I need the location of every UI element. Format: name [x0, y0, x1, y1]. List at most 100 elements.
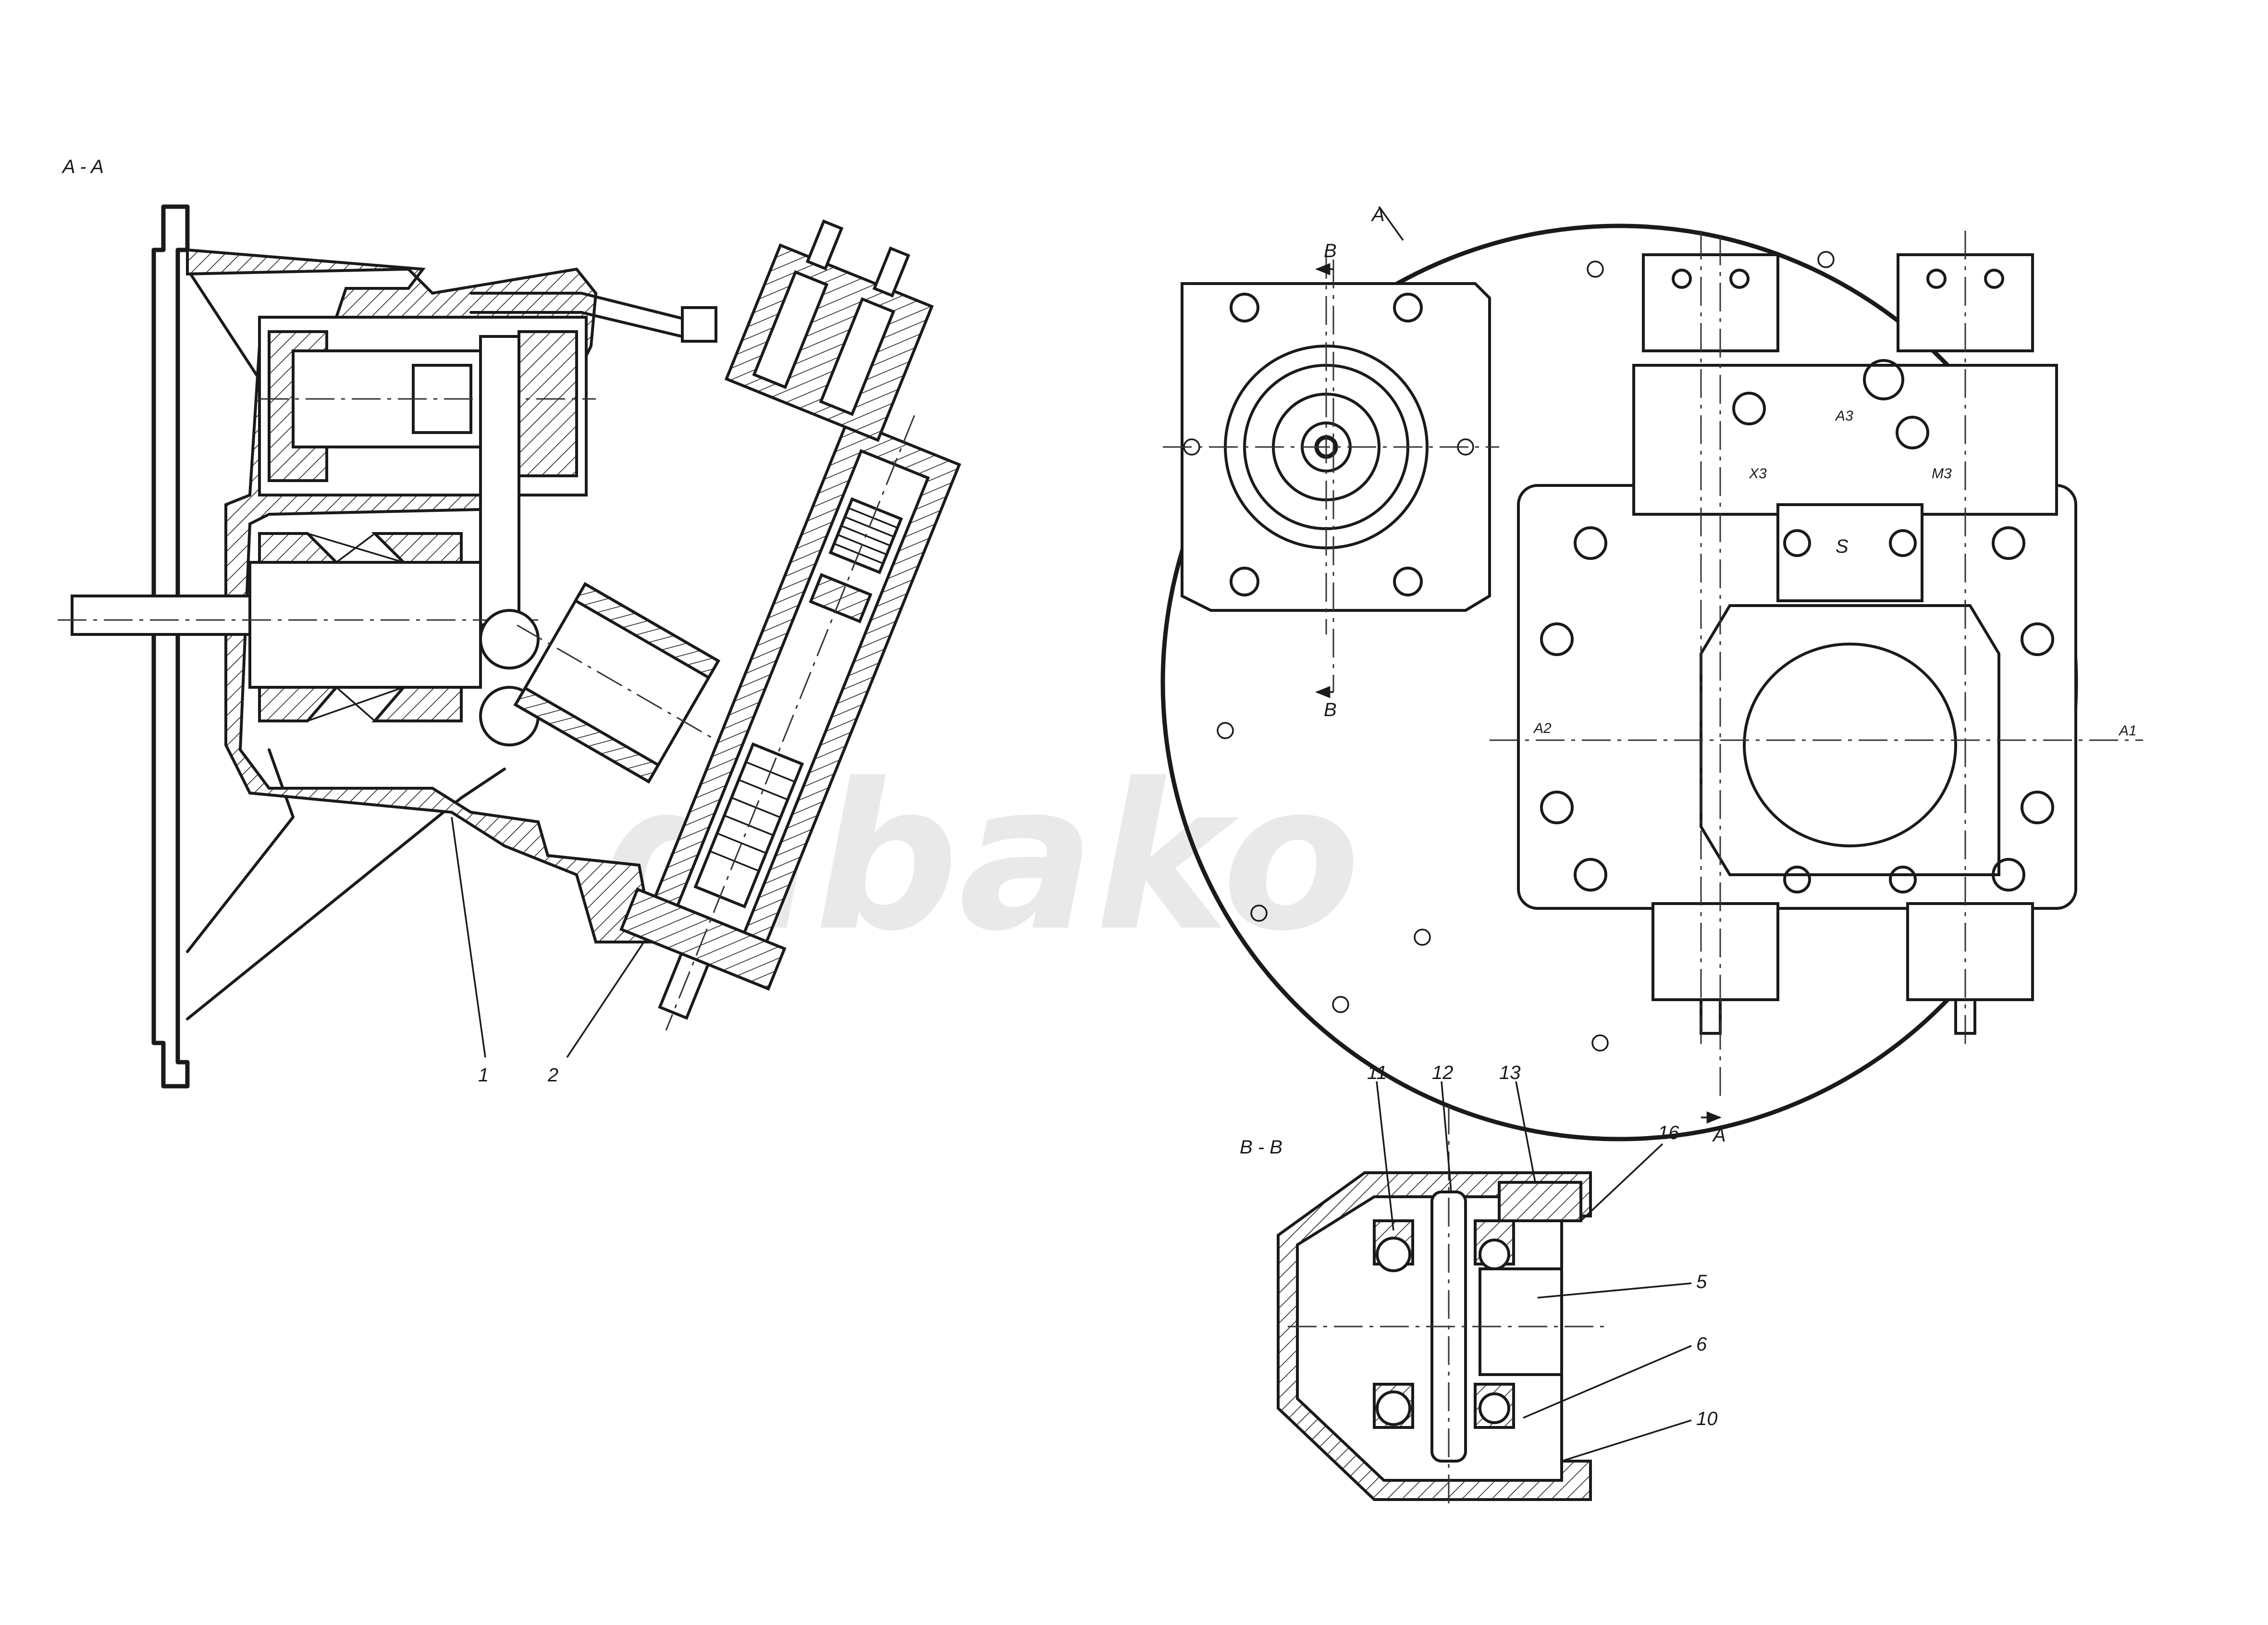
leader-13 — [1515, 1081, 1536, 1183]
body-bolt — [1783, 529, 1811, 557]
bb-shaft — [1479, 1267, 1563, 1376]
mounting-flange — [151, 204, 190, 1089]
callout-11: 11 — [1367, 1062, 1387, 1083]
callout-5: 5 — [1696, 1271, 1707, 1292]
body-bolt — [1574, 858, 1607, 892]
flange-bolt — [1230, 293, 1259, 323]
plate-hole — [1217, 722, 1234, 739]
pilot-block-body — [724, 243, 934, 442]
valve-centerline — [665, 415, 915, 1031]
plate-hole — [1817, 251, 1835, 268]
bb-ball-left-bottom — [1376, 1390, 1411, 1426]
section-aa-view: A - A — [58, 156, 961, 1089]
body-bolt — [1992, 526, 2025, 560]
stud-left — [1700, 998, 1722, 1035]
pilot-line-pipe — [469, 292, 698, 340]
callout-2: 2 — [547, 1065, 558, 1086]
pilot-bore-left — [752, 270, 829, 389]
plate-hole — [1250, 905, 1268, 922]
leader-11 — [1376, 1081, 1394, 1231]
front-view: S A2 A1 A3 M3 X3 B B A A — [1160, 204, 2143, 1146]
body-bolt — [1783, 866, 1811, 893]
control-block — [1632, 364, 2058, 516]
plate-hole — [1591, 1034, 1609, 1052]
drive-shaft — [248, 561, 482, 689]
plate-hole — [1414, 929, 1431, 946]
body-bolt — [1574, 526, 1607, 560]
pilot-stem-left — [805, 219, 844, 271]
body-bolt — [1889, 529, 1917, 557]
bb-cap-screw — [1498, 1181, 1582, 1222]
port-label-a1: A1 — [2118, 723, 2137, 739]
bearing-bottom-left — [258, 686, 340, 722]
pilot-bore-right — [819, 297, 896, 416]
pipe-fitting — [681, 306, 717, 343]
valve-bolt — [1926, 269, 1947, 289]
body-bolt — [1540, 791, 1574, 824]
drive-shaft-end — [71, 595, 256, 636]
leader-2 — [566, 942, 645, 1058]
leader-12 — [1441, 1081, 1452, 1192]
bearing-bottom-right — [371, 686, 463, 722]
connecting-pin — [479, 335, 520, 626]
callout-1: 1 — [478, 1065, 489, 1086]
section-bb-view: B - B 11 12 13 16 5 6 10 — [1240, 1062, 1718, 1509]
body-bolt — [1732, 392, 1766, 425]
cylinder-bottom-wall — [513, 686, 661, 784]
port-label-x3: X3 — [1749, 466, 1767, 482]
flange-bolt — [1393, 567, 1423, 596]
cylinder-centerline — [517, 624, 717, 741]
leader-10 — [1561, 1419, 1692, 1462]
valve-bolt — [1672, 269, 1692, 289]
leader-6 — [1523, 1345, 1692, 1419]
body-bolt — [1896, 416, 1929, 449]
cylinder-block — [513, 582, 721, 784]
body-bolt — [2021, 622, 2054, 656]
bearing-top-right — [371, 532, 463, 564]
bracket-rib — [186, 268, 506, 1020]
control-valve-column — [619, 415, 961, 1031]
plate-hole — [1332, 996, 1349, 1013]
callout-10: 10 — [1696, 1408, 1718, 1429]
callout-16: 16 — [1658, 1122, 1679, 1143]
pilot-stem-right — [872, 246, 911, 298]
ball-joint-upper — [479, 609, 540, 670]
callout-6: 6 — [1696, 1334, 1707, 1355]
valve-bolt — [1729, 269, 1750, 289]
body-bolts — [1540, 269, 2054, 893]
bb-ball-right-bottom — [1479, 1392, 1510, 1424]
control-valve-left — [1642, 253, 1779, 352]
callout-12: 12 — [1432, 1062, 1454, 1083]
body-bolt — [1889, 866, 1917, 893]
leader-16 — [1580, 1143, 1664, 1222]
port-label-a2: A2 — [1533, 720, 1552, 736]
leader-5 — [1537, 1282, 1692, 1299]
foot-left — [1652, 902, 1779, 1001]
body-bolt — [1992, 858, 2025, 892]
flange-bolt — [1393, 293, 1423, 323]
port-label-s: S — [1836, 536, 1849, 557]
body-bolt — [1540, 622, 1574, 656]
bb-ball-left-top — [1376, 1237, 1411, 1272]
upper-right-bearing — [518, 330, 578, 477]
bb-ball-right-top — [1479, 1239, 1510, 1270]
plate-hole — [1587, 260, 1604, 278]
foot-right — [1906, 902, 2034, 1001]
cut-arrow-a-top — [1378, 206, 1404, 241]
bearing-rollers — [307, 533, 404, 722]
pressure-port-bore — [1743, 643, 1957, 847]
cut-label-a-top: A — [1371, 204, 1385, 225]
section-aa-label: A - A — [62, 156, 104, 177]
valve-bolt — [1984, 269, 2004, 289]
suction-port-block — [1776, 503, 1923, 602]
flange-bolt — [1230, 567, 1259, 596]
cut-label-b-bottom: B — [1324, 699, 1337, 720]
port-label-a3: A3 — [1835, 408, 1853, 424]
body-bolt — [2021, 791, 2054, 824]
port-label-m3: M3 — [1932, 466, 1952, 482]
pilot-valve-block — [724, 219, 934, 442]
body-bolt — [1863, 359, 1904, 400]
cut-label-b-top: B — [1324, 240, 1337, 261]
